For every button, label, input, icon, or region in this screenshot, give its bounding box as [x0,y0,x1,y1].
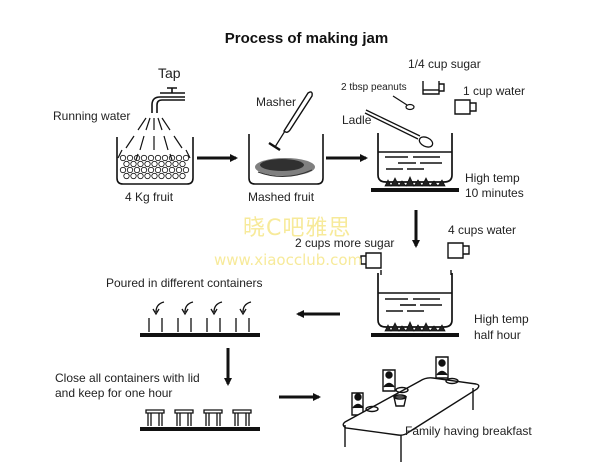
peanut-spoon-icon [392,95,415,111]
fruit-piece [158,160,165,168]
poured-label: Poured in different containers [106,276,263,290]
open-containers-icon [140,301,260,337]
closed-containers-icon [140,409,260,431]
fruit-piece [172,160,179,168]
fruit-piece [144,160,151,168]
fruit-piece [123,172,130,180]
peanuts-label: 2 tbsp peanuts [341,82,407,93]
tap-icon [151,87,185,113]
breakfast-table-icon [342,356,480,462]
close-containers-label-line1: Close all containers with lid [55,371,200,385]
cooking-pot-2-icon [371,273,459,337]
fruit-piece [175,154,183,162]
fruit-piece [179,172,186,180]
family-label: Family having breakfast [405,424,532,438]
fruit-piece [130,160,137,168]
fruit-piece [175,166,183,174]
fruit-piece [123,160,130,168]
fruit-piece [179,160,186,168]
ladle-icon [364,109,434,148]
fruit-piece [137,172,144,180]
water-cup-icon [454,99,477,115]
four-cups-water-label: 4 cups water [448,223,517,237]
fruit-piece [151,160,158,168]
watermark-chinese: 晓C吧雅思 [243,216,352,241]
fruit-piece [119,154,127,162]
more-sugar-label: 2 cups more sugar [295,236,395,250]
fruit-piece [147,154,155,162]
fruit-piece [144,172,151,180]
fruit-piece [126,166,134,174]
fruit-piece [154,154,162,162]
fruit-piece [182,166,190,174]
mashed-fruit-label: Mashed fruit [248,190,315,204]
fruit-piece [165,160,172,168]
sugar-quarter-label: 1/4 cup sugar [408,57,481,71]
fruit-piece [126,154,134,162]
fruit-label: 4 Kg fruit [125,190,174,204]
ladle-label: Ladle [342,113,372,127]
fruit-piece [130,172,137,180]
sugar-cup-icon [422,81,445,95]
close-containers-label-line2: and keep for one hour [55,386,173,400]
fruit-bowl-icon [116,137,194,185]
running-water-label: Running water [53,109,131,123]
masher-icon [268,91,313,152]
four-cups-water-icon [447,242,470,275]
fruit-piece [137,160,144,168]
watermark-url: www.xiaocclub.com [214,251,363,269]
diagram-title: Process of making jam [224,30,389,47]
mashed-fruit-bowl-icon [248,134,324,185]
fruit-piece [147,166,155,174]
water-one-cup-label: 1 cup water [463,84,526,98]
fruit-piece [151,172,158,180]
fruit-piece [182,154,190,162]
masher-label: Masher [256,95,297,109]
fruit-piece [165,172,172,180]
fruit-piece [133,154,141,162]
more-sugar-cup-icon [360,252,382,275]
running-water-icon [117,117,191,161]
fruit-piece [161,154,169,162]
fruit-piece [172,172,179,180]
fruit-piece [168,166,176,174]
fruit-piece [168,154,176,162]
cooking-pot-1-icon [371,133,459,192]
fruit-piece [158,172,165,180]
fruit-piece [140,154,148,162]
fruit-piece [161,166,169,174]
half-hour-label: half hour [474,328,521,342]
tap-label: Tap [158,65,181,81]
high-temp-2-label: High temp [474,312,529,326]
fruit-piece [133,166,141,174]
fruit-piece [154,166,162,174]
fruit-piece [140,166,148,174]
ten-minutes-label: 10 minutes [465,186,524,200]
high-temp-1-label: High temp [465,171,520,185]
fruit-piece [119,166,127,174]
